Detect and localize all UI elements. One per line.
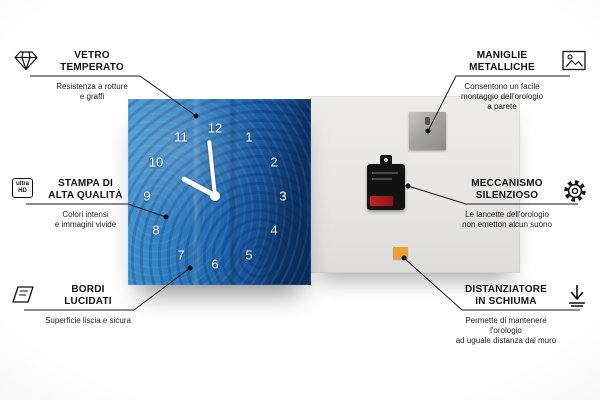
clock-front: 12 1 2 3 4 5 6 7 8 9 10 11 <box>128 99 311 285</box>
clock-number: 11 <box>174 129 188 145</box>
callout-stampa-alta-qualita: ultra HD STAMPA DI ALTA QUALITÀ Colori i… <box>12 178 132 230</box>
callout-title: DISTANZIATORE IN SCHIUMA <box>464 284 548 307</box>
clock-number: 10 <box>148 154 164 170</box>
hanger-hole <box>425 117 430 125</box>
clock-number: 2 <box>270 154 278 170</box>
callout-desc: Colori intensi e immagini vivide <box>54 210 117 229</box>
polished-edge-icon <box>12 284 34 305</box>
clock-number: 9 <box>143 188 151 204</box>
battery <box>370 196 393 206</box>
callout-desc: Resistenza a rotture e graffi <box>56 82 128 101</box>
ultra-hd-icon: ultra HD <box>12 178 34 198</box>
callout-desc: Consentono un facile montaggio dell'orol… <box>460 82 544 111</box>
callout-title: VETRO TEMPERATO <box>60 50 124 73</box>
mechanism-label-line <box>372 178 392 180</box>
clock-number: 8 <box>152 222 160 238</box>
clock-number: 7 <box>177 247 185 263</box>
clock-number: 5 <box>245 247 253 263</box>
clock-mechanism <box>367 155 405 210</box>
diamond-icon <box>14 50 38 71</box>
callout-title: BORDI LUCIDATI <box>64 284 112 307</box>
callout-desc: Le lancette dell'orologio non emetton al… <box>462 210 552 229</box>
gear-icon <box>562 178 588 204</box>
glass-sheen <box>128 99 311 285</box>
callout-title: MANIGLIE METALLICHE <box>469 50 535 73</box>
clock-number: 4 <box>270 222 278 238</box>
picture-frame-icon <box>562 50 586 71</box>
metal-hanger-plate <box>409 112 446 150</box>
mechanism-label-line <box>372 172 398 174</box>
clock-number: 1 <box>245 129 253 145</box>
mechanism-hook-hole <box>384 158 388 162</box>
clock-number: 12 <box>207 120 223 136</box>
callout-distanziatore-schiuma: DISTANZIATORE IN SCHIUMA Permette di man… <box>452 284 588 346</box>
clock-center-cap <box>210 191 220 201</box>
callout-vetro-temperato: VETRO TEMPERATO Resistenza a rotture e g… <box>14 50 140 102</box>
callout-desc: Permette di mantenere l'orologio ad ugua… <box>455 316 557 345</box>
clock-number: 6 <box>211 256 219 272</box>
callout-desc: Superficie liscia e sicura <box>45 316 131 325</box>
spacer-arrow-icon <box>566 284 588 308</box>
foam-spacer <box>393 247 408 259</box>
callout-title: MECCANISMO SILENZIOSO <box>471 178 543 201</box>
callout-maniglie-metalliche: MANIGLIE METALLICHE Consentono un facile… <box>448 50 586 112</box>
callout-meccanismo-silenzioso: MECCANISMO SILENZIOSO Le lancette dell'o… <box>458 178 588 230</box>
callout-title: STAMPA DI ALTA QUALITÀ <box>48 178 123 201</box>
clock-number: 3 <box>279 188 287 204</box>
callout-bordi-lucidati: BORDI LUCIDATI Superficie liscia e sicur… <box>12 284 136 326</box>
